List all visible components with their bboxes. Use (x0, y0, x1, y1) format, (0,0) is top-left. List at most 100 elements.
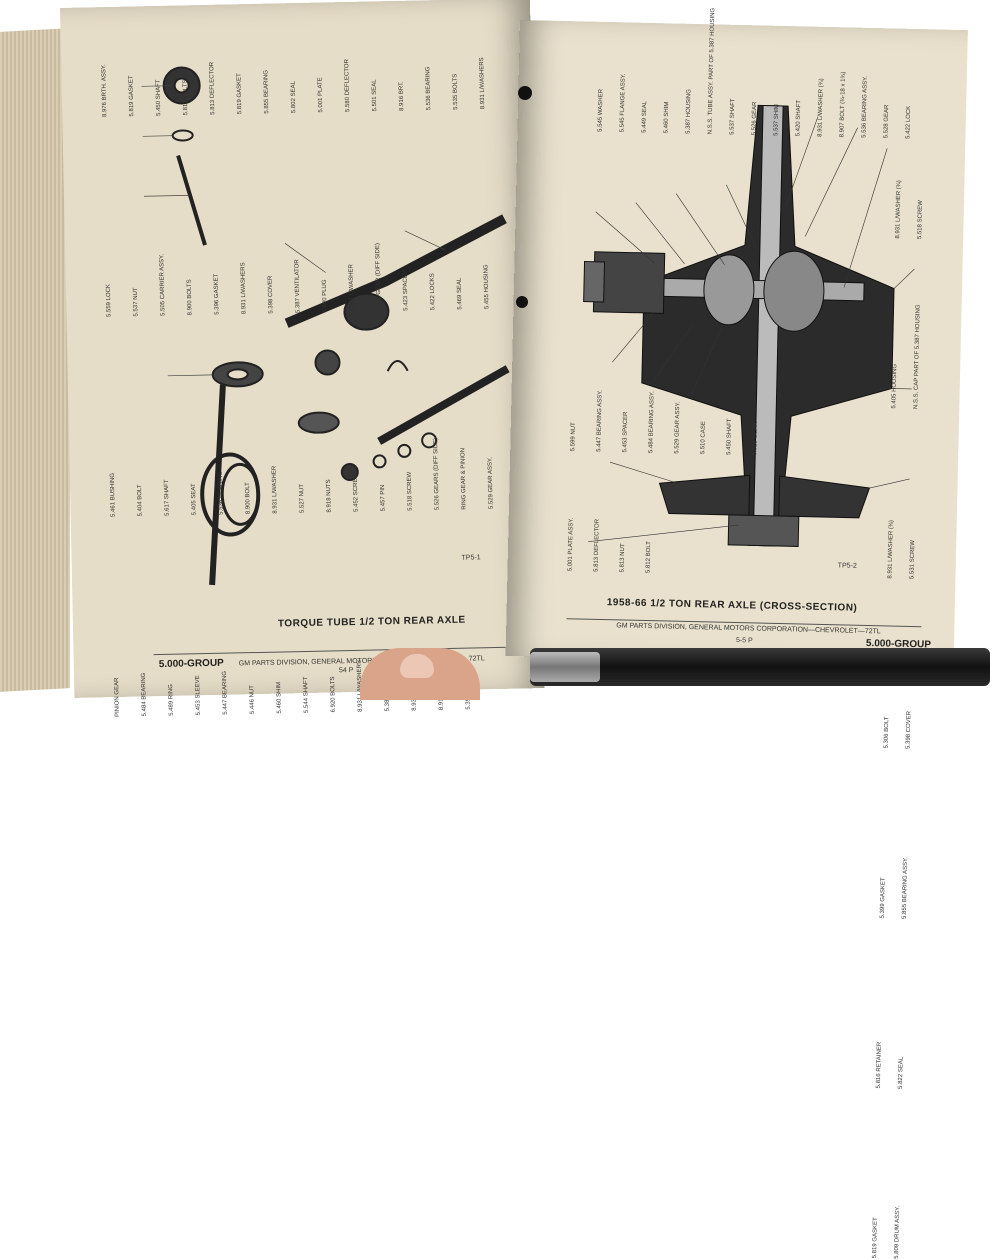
part-label: 5.580 DEFLECTOR (344, 59, 352, 113)
part-label: 5.527 NUT (299, 483, 306, 514)
right-figure-ref: TP5-2 (837, 562, 857, 570)
part-label: 5.518 SCREW (917, 200, 925, 240)
part-label: 5.405 HOUSING (891, 363, 899, 409)
right-page-caption: 1958-66 1/2 TON REAR AXLE (CROSS-SECTION… (606, 597, 858, 614)
part-label: N.S.S. CAP PART OF 5.387 HOUSING (913, 304, 922, 410)
part-label: 5.398 COVER (905, 710, 913, 750)
part-label: 5.398 COVER (267, 275, 275, 314)
part-label: 5.396 GASKET (213, 273, 221, 315)
part-label: 5.529 GEAR ASSY. (674, 401, 682, 454)
rear-axle-cross-section-diagram (583, 104, 915, 547)
part-label: 8.900 BOLTS (186, 279, 194, 316)
part-label: 5.447 BEARING (221, 670, 229, 715)
part-label: 5.816 RETAINER (875, 1041, 883, 1089)
part-label: 5.001 PLATE (317, 77, 325, 113)
page-stack-edge (0, 28, 70, 692)
part-label: 5.855 BEARING (263, 69, 271, 114)
part-label: 5.453 SPACER (622, 411, 630, 453)
part-label: 8.931 L/WASHER (⅜) (887, 520, 895, 579)
part-label: 5.455 HOUSING (483, 264, 491, 310)
part-label: 5.306 BOLT (883, 716, 891, 749)
part-label: 5.423 SPACER (402, 269, 410, 311)
part-label: 5.510 CASE (700, 421, 707, 455)
part-label: 5.802 SEAL (290, 81, 298, 114)
part-label: 5.536 BEARING (425, 66, 433, 111)
part-label: 5.450 SHAFT (726, 418, 734, 455)
part-label: 5.599 NUT (570, 422, 577, 452)
part-label: 5.855 BEARING ASSY. (901, 856, 910, 920)
part-label: 5.400 PLUG (321, 279, 329, 313)
part-label: 5.501 SEAL (371, 79, 379, 112)
part-label: 5.422 LOCK (905, 105, 913, 139)
part-label: 5.405 SEAT (190, 483, 198, 516)
thumbnail (400, 654, 434, 678)
part-label: 5.537 SHAFT (729, 98, 737, 135)
part-label: 8.931 L/WASHER (348, 264, 356, 313)
part-label: 5.812 BOLTS (182, 79, 190, 116)
part-label: 5.452 SCREW (352, 472, 360, 512)
part-label: RING GEAR & PINION (460, 447, 468, 510)
part-label: 5.822 SEAL (897, 1056, 905, 1089)
part-label: 5.449 SEAL (641, 100, 649, 133)
part-label: 8.931 L/WASHERS (479, 57, 487, 110)
part-label: 5.531 SCREW (909, 539, 917, 580)
part-label: 5.484 BEARING (140, 672, 148, 717)
part-label: 5.526 GEAR (751, 101, 759, 136)
part-label: 8.900 BOLT (244, 482, 252, 515)
part-label: 5.001 PLATE ASSY. (567, 517, 575, 572)
part-label: 5.819 GASKET (236, 73, 244, 115)
part-label: 5.537 NUT (132, 287, 140, 317)
binder-hole-top (518, 86, 532, 100)
right-page: TP5-2 1958-66 1/2 TON REAR AXLE (CROSS-S… (505, 8, 968, 1259)
part-label: 5.461 BUSHING (109, 472, 117, 518)
part-label: 5.812 BOLT (645, 541, 653, 574)
part-label: 8.931 L/WASHERS (240, 262, 248, 315)
left-footer-suffix: 72TL (468, 655, 485, 663)
part-label: PINION GEAR (114, 677, 121, 718)
part-label: 5.545 WASHER (597, 89, 605, 132)
part-label: 5.528 GEAR (752, 421, 759, 456)
part-label: 5.536 BEARING (217, 470, 225, 515)
part-label: 5.819 GASKET (871, 1217, 879, 1259)
part-label: 5.420 SHAFT (795, 99, 803, 137)
part-label: 8.916 BRT. (398, 81, 406, 111)
part-label: 5.518 SCREW (406, 471, 414, 511)
part-label: 8.918 NUTS (325, 479, 333, 513)
pen-cap (530, 652, 600, 682)
part-label: 5.453 SLEEVE (195, 675, 202, 716)
part-label: 5.387 HOUSING (685, 89, 693, 134)
part-label: 5.617 SHAFT (163, 479, 171, 516)
part-label: 6.920 BOLTS (330, 676, 337, 713)
pen (530, 648, 990, 686)
part-label: 5.469 SEAL (456, 277, 464, 310)
part-label: 5.559 LOCK (105, 283, 113, 318)
part-label: 5.528 GEAR (883, 104, 891, 139)
part-label: 5.422 LOCKS (429, 273, 437, 311)
right-page-number: 5-5 P (735, 637, 753, 645)
part-label: 5.399 GASKET (879, 877, 887, 919)
part-label: 5.505 CARRIER ASSY. (159, 253, 167, 316)
part-label: 5.537 SHIM (773, 104, 781, 136)
part-label: 8.931 L/WASHER (271, 465, 279, 514)
part-label: 5.529 GEAR ASSY. (487, 457, 495, 510)
left-figure-ref: TP5-1 (461, 554, 481, 562)
part-label: 5.404 BOLT (136, 484, 144, 517)
part-label: 5.450 SHAFT (155, 79, 163, 117)
part-label: 5.457 PIN (380, 484, 387, 512)
part-label: 5.460 SHIM (276, 681, 283, 714)
part-label: 5.460 SHIM (663, 101, 671, 134)
part-label: 5.819 GASKET (128, 75, 136, 117)
part-label: 5.813 DEFLECTOR (593, 518, 601, 572)
part-label: 5.387 VENTILATOR (294, 259, 302, 314)
part-label: 5.813 DEFLECTOR (209, 61, 217, 115)
part-label: 5.544 SHAFT (303, 676, 310, 714)
torque-tube-exploded-diagram (141, 66, 510, 586)
left-page: TORQUE TUBE 1/2 TON REAR AXLE TP5-1 5.00… (60, 0, 545, 717)
left-footer-group: 5.000-GROUP (158, 657, 224, 671)
part-label: 5.809 DRUM ASSY. (893, 1205, 902, 1259)
part-label: 5.813 NUT (619, 543, 627, 573)
